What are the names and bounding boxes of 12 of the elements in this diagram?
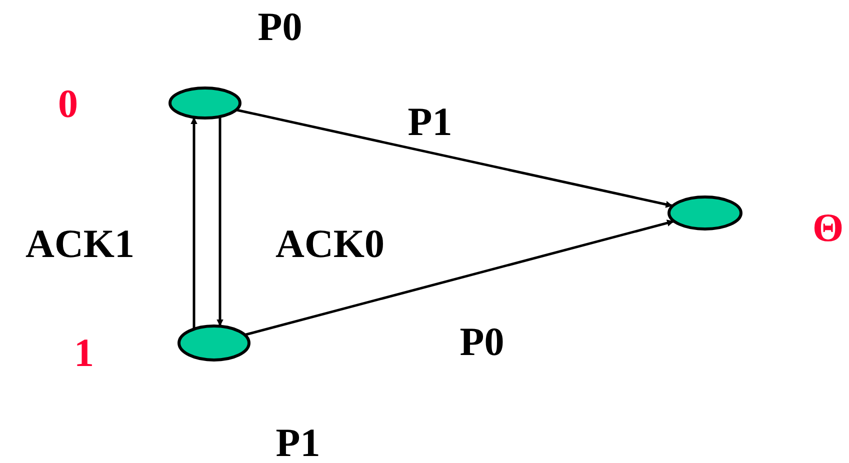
state-ellipse <box>178 324 250 362</box>
state-value: Θ <box>812 208 844 248</box>
state-ellipse <box>668 196 742 230</box>
state-value: 0 <box>58 84 78 124</box>
packet-label: P0 <box>258 7 302 47</box>
state-value: 1 <box>74 333 94 373</box>
arrow <box>190 117 198 330</box>
arrow <box>244 220 674 336</box>
arrow <box>216 116 224 326</box>
arrow <box>236 108 673 208</box>
packet-label: P1 <box>276 423 320 463</box>
state-ellipse <box>168 86 242 120</box>
